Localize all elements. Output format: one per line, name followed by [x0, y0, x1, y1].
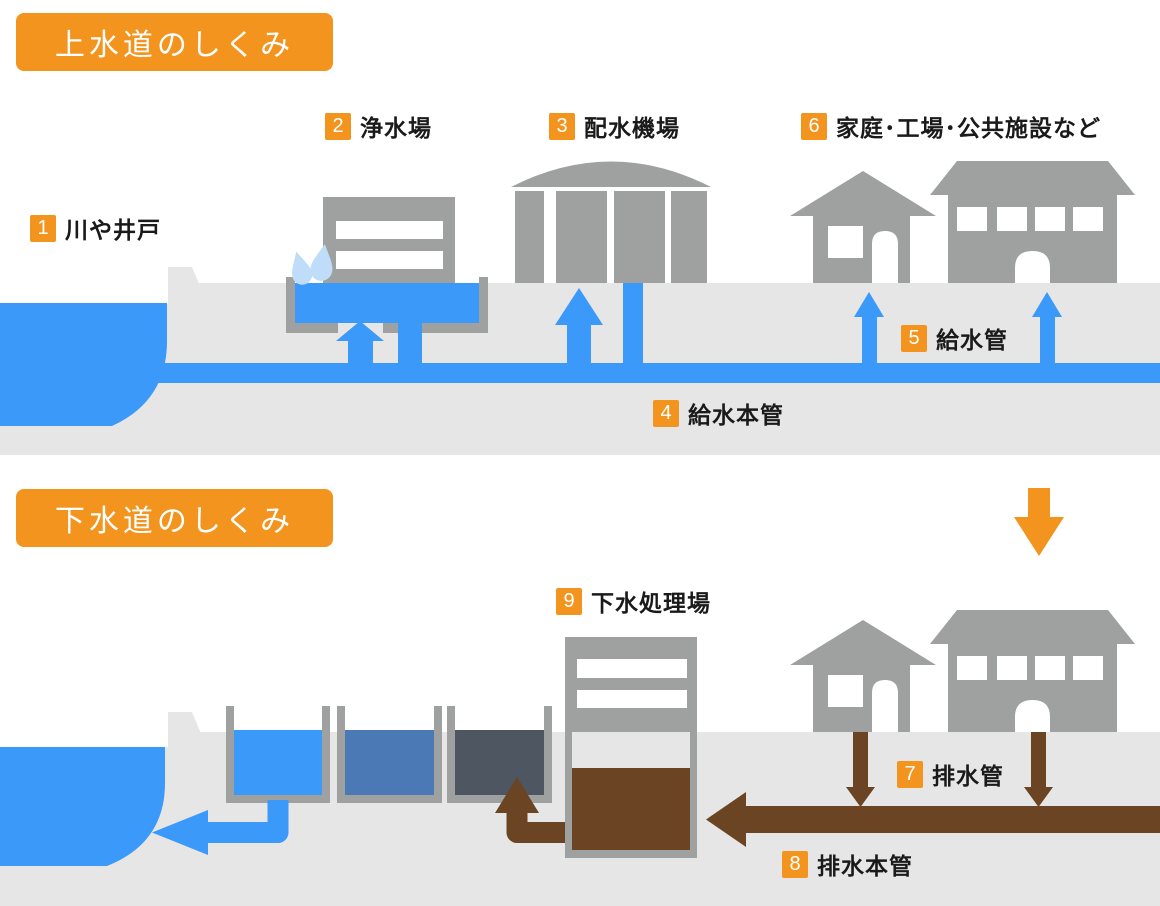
drain-arrow-icon: [846, 732, 1053, 807]
section-title-sewerage: 下水道のしくみ: [16, 489, 333, 547]
purification-plant-icon: [286, 197, 488, 333]
label-text: 給水本管: [688, 402, 784, 428]
label-text: 川や井戸: [65, 217, 161, 243]
label-supply-main: 4 給水本管: [653, 396, 784, 430]
label-purification-plant: 2 浄水場: [325, 109, 432, 143]
water-supply-main-pipe: [142, 283, 1160, 383]
label-number-badge: 8: [782, 850, 808, 878]
label-number-badge: 1: [30, 214, 56, 242]
label-distribution-station: 3 配水機場: [549, 109, 680, 143]
label-text: 家庭･工場･公共施設など: [836, 115, 1101, 141]
label-number-badge: 3: [549, 112, 575, 140]
label-service-pipe: 5 給水管: [901, 321, 1008, 355]
label-text: 給水管: [936, 327, 1008, 353]
label-number-badge: 2: [325, 112, 351, 140]
label-number-badge: 4: [653, 399, 679, 427]
outflow-pipe: [152, 800, 289, 855]
office-building-icon: [930, 161, 1135, 283]
label-homes-factories: 6 家庭･工場･公共施設など: [801, 109, 1101, 143]
flow-arrow-icon: [336, 288, 1062, 367]
label-text: 排水管: [932, 763, 1004, 789]
label-text: 浄水場: [360, 115, 432, 141]
label-number-badge: 9: [556, 587, 582, 615]
label-text: 配水機場: [584, 115, 680, 141]
section-title-water-supply: 上水道のしくみ: [16, 13, 333, 71]
label-number-badge: 5: [901, 324, 927, 352]
river-icon: [0, 747, 165, 866]
section-connector-arrow-icon: [1014, 488, 1064, 556]
distribution-station-icon: [511, 161, 711, 283]
sewer-main-pipe: [495, 777, 1160, 847]
house-icon: [790, 171, 936, 283]
label-drain-pipe: 7 排水管: [897, 757, 1004, 791]
label-sewage-treatment-plant: 9 下水処理場: [556, 584, 711, 618]
water-droplet-icon: [292, 244, 333, 285]
office-building-icon: [930, 610, 1135, 732]
river-icon: [0, 303, 167, 426]
settling-basin-icon: [226, 706, 552, 803]
label-text: 下水処理場: [591, 590, 711, 616]
label-number-badge: 7: [897, 760, 923, 788]
sewage-treatment-plant-icon: [565, 637, 697, 858]
label-drain-main: 8 排水本管: [782, 847, 913, 881]
label-river-or-well: 1 川や井戸: [30, 211, 161, 245]
label-number-badge: 6: [801, 112, 827, 140]
label-text: 排水本管: [817, 853, 913, 879]
house-icon: [790, 620, 936, 732]
